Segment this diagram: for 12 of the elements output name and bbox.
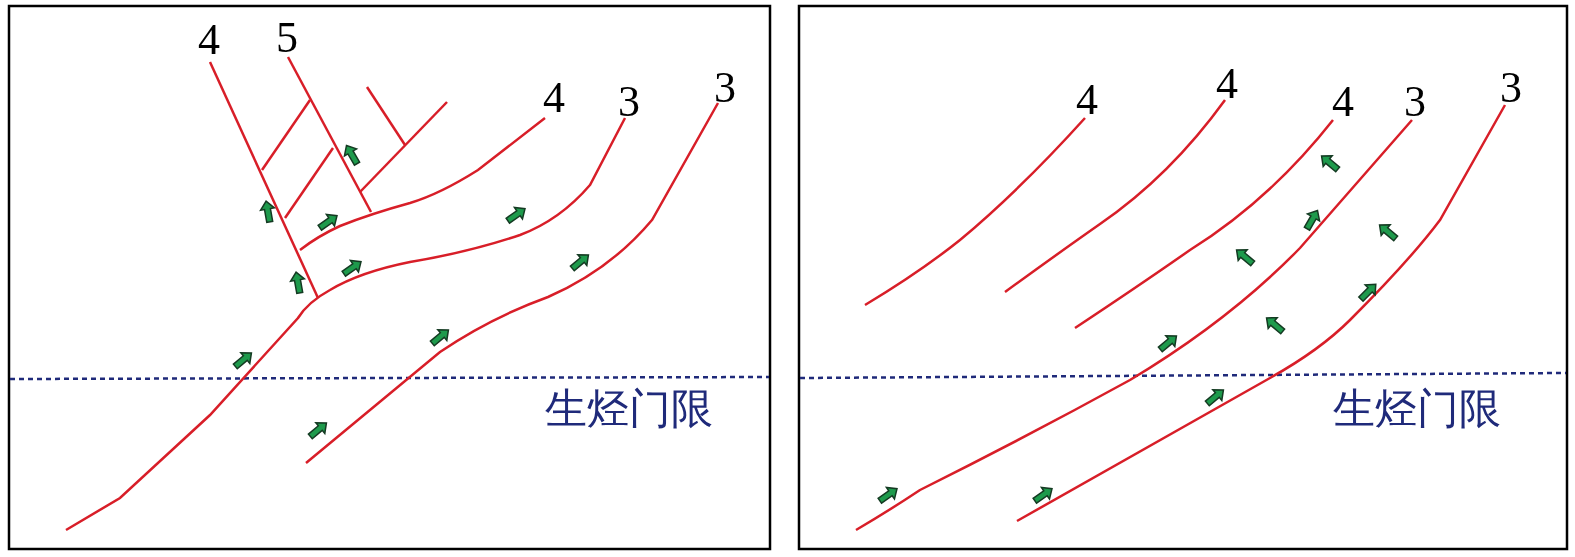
- threshold-label: 生烃门限: [1333, 386, 1501, 432]
- fault-number: 4: [1076, 78, 1098, 122]
- fault-number: 3: [714, 66, 736, 110]
- fault-number: 5: [276, 16, 298, 60]
- fault-number: 4: [198, 18, 220, 62]
- threshold-label: 生烃门限: [545, 386, 713, 432]
- fault-number: 4: [1332, 80, 1354, 124]
- fault-number: 3: [1500, 66, 1522, 110]
- fault-number: 4: [1216, 62, 1238, 106]
- fault-number: 3: [1404, 80, 1426, 124]
- fault-number: 3: [618, 80, 640, 124]
- fault-number: 4: [543, 76, 565, 120]
